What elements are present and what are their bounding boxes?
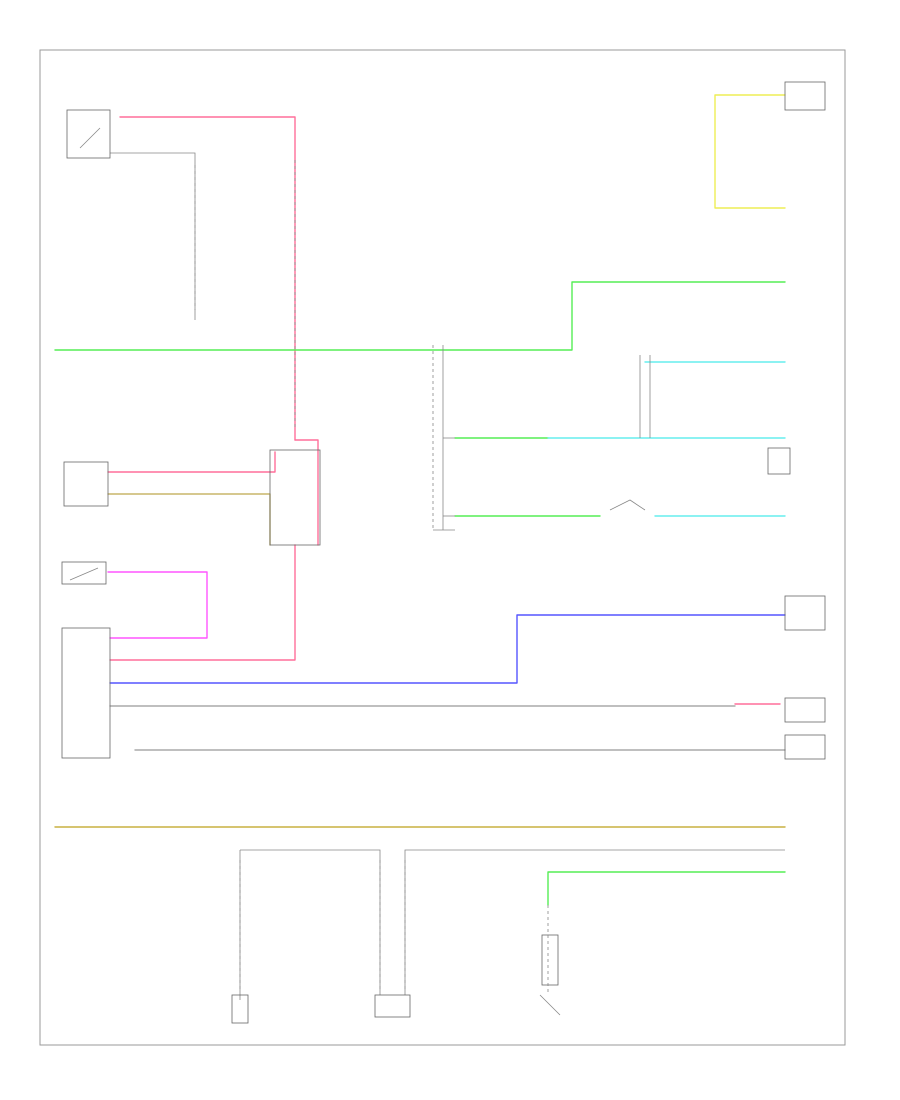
junction-block: [269, 449, 321, 546]
center-relay: [639, 355, 651, 438]
diagram-frame: [39, 49, 846, 1046]
wire-blue: [109, 614, 786, 684]
right-switch-3: [784, 734, 826, 760]
wire-green-long: [54, 281, 786, 351]
bottom-left-sensor: [231, 994, 249, 1024]
right-switch-4: [767, 447, 791, 475]
connector-markers: [194, 160, 549, 995]
center-switch: [609, 499, 646, 511]
wire-green-bottom: [547, 871, 786, 906]
wire-gray-3: [240, 849, 381, 995]
top-left-switch: [66, 109, 111, 159]
bottom-right-switch: [539, 994, 561, 1016]
top-left-switch-contact: [79, 127, 101, 149]
position-switch: [61, 561, 107, 585]
wire-pink-lower: [109, 544, 296, 661]
wire-tan: [107, 493, 271, 546]
wire-pink-junction-right: [294, 439, 319, 546]
right-switch-2: [784, 697, 826, 723]
wire-pink-seat-switch: [107, 451, 276, 473]
bottom-right-sensor: [541, 934, 559, 986]
wire-magenta: [107, 571, 208, 639]
seat-switch: [63, 461, 109, 507]
position-switch-contact: [69, 567, 99, 581]
wire-gray-top-left: [110, 152, 196, 320]
left-module: [61, 627, 111, 759]
wire-pink-main: [119, 116, 296, 441]
wire-yellow: [714, 94, 786, 209]
bottom-relay: [374, 994, 411, 1018]
right-switch-1: [784, 595, 826, 631]
right-switch-top: [784, 81, 826, 111]
